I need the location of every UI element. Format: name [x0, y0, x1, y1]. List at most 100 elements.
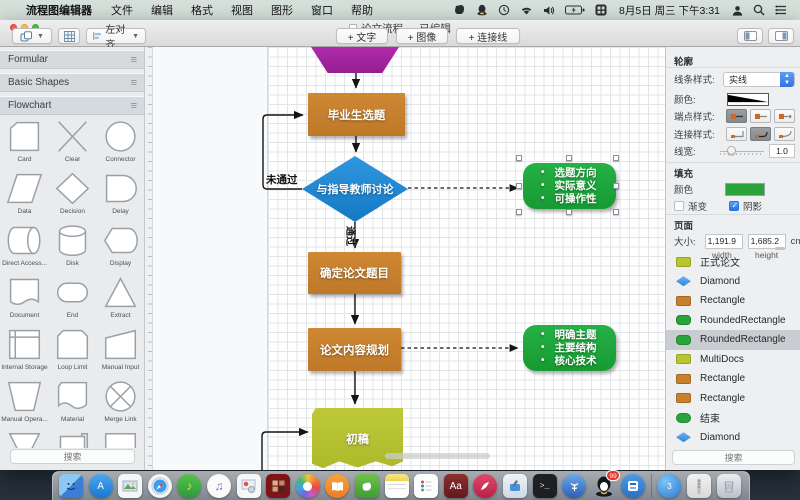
mind-map-dock-icon[interactable]: [562, 474, 587, 498]
section-flowchart[interactable]: Flowchart≡: [0, 96, 144, 115]
palette-shape-material[interactable]: Material: [49, 375, 97, 427]
clock-icon[interactable]: [498, 0, 510, 20]
flow-node-plan[interactable]: 论文内容规划: [308, 328, 401, 371]
object-row-selected[interactable]: RoundedRectangle: [666, 330, 800, 350]
selection-handle[interactable]: [516, 183, 522, 189]
endpoint-style-option-2[interactable]: [750, 109, 771, 123]
endpoint-style-option-3[interactable]: [774, 109, 795, 123]
object-row[interactable]: Diamond: [666, 428, 800, 448]
input-method-icon[interactable]: [595, 0, 607, 20]
object-row[interactable]: MultiDocs: [666, 350, 800, 370]
menu-shape[interactable]: 图形: [271, 5, 293, 17]
endpoint-style-option-1[interactable]: [726, 109, 747, 123]
page-height-input[interactable]: [747, 233, 786, 249]
selection-handle[interactable]: [613, 209, 619, 215]
palette-shape-loop-limit[interactable]: Loop Limit: [49, 323, 97, 375]
trash-dock-icon[interactable]: [716, 474, 741, 498]
selection-handle[interactable]: [566, 209, 572, 215]
menu-file[interactable]: 文件: [111, 5, 133, 17]
flow-node-topic[interactable]: 毕业生选题: [308, 93, 405, 136]
slider-thumb[interactable]: [727, 146, 736, 155]
connect-style-option-1[interactable]: [726, 127, 747, 141]
menu-format[interactable]: 格式: [191, 5, 213, 17]
reminders-dock-icon[interactable]: [414, 474, 439, 498]
toggle-left-sidebar-button[interactable]: [737, 28, 763, 44]
palette-shape-end[interactable]: End: [49, 271, 97, 323]
palette-shape-delay[interactable]: Delay: [97, 167, 145, 219]
palette-shape-extract[interactable]: Extract: [97, 271, 145, 323]
gradient-checkbox[interactable]: [674, 201, 684, 211]
object-row[interactable]: RoundedRectangle: [666, 311, 800, 331]
palette-shape-merge-link[interactable]: Merge Link: [97, 375, 145, 427]
add-connector-button[interactable]: + 连接线: [456, 28, 520, 44]
object-row[interactable]: Rectangle: [666, 291, 800, 311]
flow-node-criteria-1[interactable]: 选题方向 实际意义 可操作性: [523, 163, 616, 209]
palette-shape-offpage[interactable]: [97, 427, 145, 448]
diagram-app-dock-icon[interactable]: [621, 474, 646, 498]
palette-shape-document[interactable]: Document: [1, 271, 49, 323]
selection-handle[interactable]: [613, 155, 619, 161]
line-color-swatch[interactable]: [727, 92, 769, 106]
palette-shape-data[interactable]: Data: [1, 167, 49, 219]
section-basic-shapes[interactable]: Basic Shapes≡: [0, 73, 144, 92]
object-row[interactable]: 正式论文: [666, 252, 800, 272]
align-left-button[interactable]: 左对齐 ▼: [86, 25, 146, 51]
panel-splitter-handle[interactable]: [775, 247, 785, 250]
connect-style-option-2[interactable]: [750, 127, 771, 141]
toggle-right-sidebar-button[interactable]: [768, 28, 794, 44]
palette-shape-manual-operation[interactable]: Manual Opera...: [1, 375, 49, 427]
menu-window[interactable]: 窗口: [311, 5, 333, 17]
palette-shape-manual-input[interactable]: Manual Input: [97, 323, 145, 375]
battery-icon[interactable]: [565, 0, 585, 20]
object-row[interactable]: Diamond: [666, 272, 800, 292]
photos-dock-icon[interactable]: [295, 474, 320, 498]
menu-edit[interactable]: 编辑: [151, 5, 173, 17]
ibooks-dock-icon[interactable]: [325, 474, 350, 498]
palette-shape-disk[interactable]: Disk: [49, 219, 97, 271]
menu-help[interactable]: 帮助: [351, 5, 373, 17]
photo-tool-dock-icon[interactable]: [236, 474, 261, 498]
dictionary-dock-icon[interactable]: Aa: [443, 474, 468, 498]
palette-shape-multidoc[interactable]: [49, 427, 97, 448]
palette-shape-connector[interactable]: Connector: [97, 115, 145, 167]
palette-shape-internal-storage[interactable]: Internal Storage: [1, 323, 49, 375]
palette-shape-display[interactable]: Display: [97, 219, 145, 271]
shadow-checkbox[interactable]: [729, 201, 740, 211]
selection-handle[interactable]: [516, 209, 522, 215]
flow-node-draft[interactable]: 初稿: [312, 408, 403, 469]
flow-node-confirm[interactable]: 确定论文题目: [308, 252, 401, 294]
menubar-clock[interactable]: 8月5日 周三 下午3:31: [619, 4, 720, 17]
fill-color-swatch[interactable]: [725, 182, 765, 196]
finder-dock-icon[interactable]: [59, 474, 83, 498]
menu-app-name[interactable]: 流程图编辑器: [26, 5, 92, 17]
safari-dock-icon[interactable]: [147, 474, 172, 498]
archive-utility-dock-icon[interactable]: [687, 474, 712, 498]
selection-handle[interactable]: [516, 155, 522, 161]
canvas[interactable]: 毕业生选题 与指导教师讨论 选题方向 实际意义 可操作性 确定论文题目 论文内容…: [145, 47, 665, 470]
photos-stack-dock-icon[interactable]: [118, 474, 143, 498]
terminal-dock-icon[interactable]: >_: [532, 474, 557, 498]
wifi-icon[interactable]: [520, 0, 533, 20]
user-icon[interactable]: [732, 0, 743, 20]
xcode-dock-icon[interactable]: [502, 474, 527, 498]
itunes-dock-icon[interactable]: ♫: [206, 474, 231, 498]
horizontal-scrollbar[interactable]: [385, 453, 490, 459]
section-formular[interactable]: Formular≡: [0, 50, 144, 69]
add-text-button[interactable]: + 文字: [336, 28, 388, 44]
shape-search-input[interactable]: [10, 449, 135, 464]
evernote-dock-icon[interactable]: [354, 474, 379, 498]
notification-center-icon[interactable]: [775, 0, 787, 20]
flow-node-start[interactable]: [311, 47, 399, 73]
notes-dock-icon[interactable]: [384, 474, 409, 498]
selection-handle[interactable]: [566, 155, 572, 161]
object-row[interactable]: Rectangle: [666, 389, 800, 409]
palette-shape-direct-access[interactable]: Direct Access...: [1, 219, 49, 271]
palette-shape-decision[interactable]: Decision: [49, 167, 97, 219]
object-row[interactable]: 结束: [666, 408, 800, 428]
add-image-button[interactable]: + 图像: [396, 28, 448, 44]
qq-icon[interactable]: [476, 0, 488, 20]
palette-shape-merge[interactable]: [1, 427, 49, 448]
net-disk-dock-icon[interactable]: 3: [657, 474, 682, 498]
music-green-dock-icon[interactable]: ♪: [177, 474, 202, 498]
line-width-input[interactable]: [769, 144, 795, 158]
